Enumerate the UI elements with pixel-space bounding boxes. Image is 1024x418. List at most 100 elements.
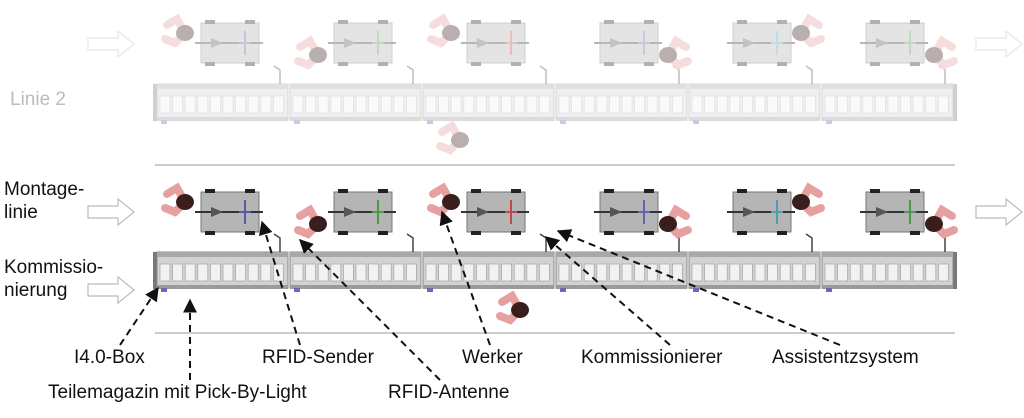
parts-bin [463,263,475,282]
direction-arrow-icon [876,38,888,48]
parts-bin [900,263,911,282]
rfid-sender-leader-arrow [259,220,301,346]
parts-bin [609,95,620,114]
parts-bin [837,95,848,114]
main-worker-5 [792,182,825,217]
parts-bin [184,263,196,282]
rack-top-bar [689,252,820,257]
rack-top-bar [423,252,554,257]
line2-cart-2 [328,20,396,66]
worker-arm-icon [436,136,464,155]
parts-bin [209,95,221,114]
parts-bin [672,263,683,282]
line2-rack-2 [289,65,422,124]
parts-bin [729,95,741,114]
picking-flow-in-arrow-icon [87,275,135,305]
cart-body [865,22,925,64]
line2-rack-1 [156,65,289,124]
rfid-antenna-icon [672,65,680,84]
parts-bin [659,95,671,114]
cart-wheel-icon [511,62,521,66]
line2-cart-5 [727,20,795,66]
rack-top-bar [822,84,953,89]
parts-bin [729,263,741,282]
main-rack-left-post [153,252,157,289]
cart-wheel-icon [604,189,614,193]
rfid-antenna-icon [273,233,281,252]
main-worker-4 [659,204,692,239]
parts-bin [792,95,804,114]
main-rack-1 [156,233,289,292]
parts-bin [159,263,171,282]
cart-wheel-icon [737,20,747,24]
cart-body [200,22,260,64]
cart-wheel-icon [777,62,787,66]
main-worker-6 [925,204,958,239]
rack-top-bar [290,252,421,257]
rfid-antenna-icon [406,65,414,84]
parts-bin [380,95,392,114]
line2-cart-4 [594,20,662,66]
rack-bottom-bar [556,285,687,289]
parts-bin [849,263,861,282]
parts-bin [393,263,405,282]
worker-arm-icon [797,13,823,37]
i40-box-label: I4.0-Box [74,347,145,368]
assembly-line-label: Montage- linie [4,178,84,224]
rack-frame [555,83,688,121]
parts-bin [887,95,899,114]
assistance-system-label: Assistentzsystem [772,347,919,368]
parts-bin [704,95,715,114]
parts-bin [172,263,184,282]
picker-leader-arrow [544,236,671,346]
main-rack-2 [289,233,422,292]
line2-rack-6 [821,65,954,124]
cart-wheel-icon [338,189,348,193]
parts-bin [260,263,272,282]
picking-label-line2: nierung [4,280,68,301]
parts-bin [475,263,487,282]
cart-wheel-icon [471,62,481,66]
rack-top-bar [290,84,421,89]
parts-bin [862,95,874,114]
picking-label: Kommissio- nierung [4,256,103,302]
parts-bin [292,95,304,114]
worker-head-icon [176,194,194,210]
parts-bin [672,95,683,114]
parts-bin [450,263,462,282]
assembly-flow-out-arrow-icon [975,197,1023,227]
rfid-antenna-icon [273,65,281,84]
parts-bin [691,95,703,114]
direction-arrow-icon [743,38,755,48]
parts-bin [355,263,367,282]
parts-bin [513,95,525,114]
line2-cart-1 [195,20,263,66]
direction-arrow-icon [211,38,223,48]
direction-arrow-icon [743,207,755,217]
parts-bin [792,263,804,282]
rack-frame [422,83,555,121]
parts-bin [247,95,259,114]
rfid-antenna-icon [938,65,946,84]
main-cart-4 [594,189,662,235]
cart-wheel-icon [604,62,614,66]
cart-wheel-icon [910,231,920,235]
rack-bottom-bar [689,117,820,121]
parts-bin [405,95,417,114]
cart-wheel-icon [604,20,614,24]
rack-frame [688,83,821,121]
worker-arm-icon [930,51,958,70]
parts-bin [742,263,753,282]
parts-bin [197,263,209,282]
line2-flow-out-arrow-icon [975,29,1023,59]
parts-bin [393,95,405,114]
worker-arm-icon [797,29,825,48]
parts-bin [646,263,658,282]
parts-bin [488,263,500,282]
parts-bin [925,95,937,114]
i40-box-icon [427,120,433,124]
line2-worker-6 [925,35,958,70]
main-rack-5 [688,233,821,292]
line2-worker-2 [294,35,327,70]
main-rack-6 [821,233,954,292]
